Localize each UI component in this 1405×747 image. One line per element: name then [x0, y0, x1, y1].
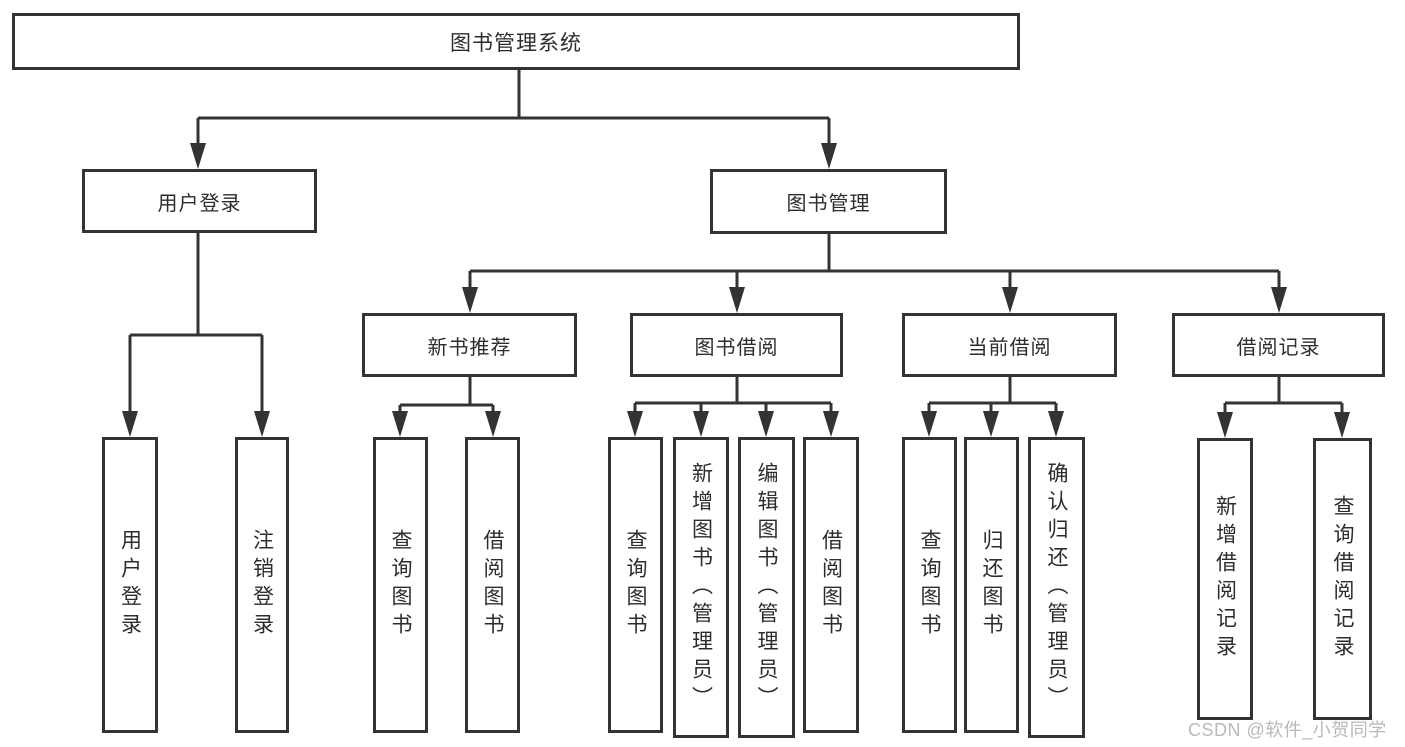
node-book-management-label: 图书管理	[786, 193, 871, 215]
arrowhead-icon	[462, 287, 478, 313]
arrowhead-icon	[921, 411, 937, 437]
leaf-logout-label: 注销登录	[250, 529, 274, 641]
connector-root-to-level2	[196, 70, 831, 146]
leaf-return-book-label: 归还图书	[980, 529, 1003, 641]
node-root: 图书管理系统	[12, 13, 1020, 70]
leaf-return-book: 归还图书	[964, 437, 1019, 733]
arrowhead-icon	[254, 411, 270, 437]
leaf-confirm-return-admin: 确认归还（管理员）	[1028, 437, 1085, 738]
node-current-borrow: 当前借阅	[902, 313, 1117, 377]
leaf-user-login-label: 用户登录	[118, 529, 142, 641]
arrowheads-level3	[462, 287, 1287, 313]
leaf-add-book-admin: 新增图书（管理员）	[673, 437, 729, 738]
arrowhead-icon	[1271, 287, 1287, 313]
connector-user-login-children	[128, 233, 264, 413]
arrowhead-icon	[485, 411, 501, 437]
node-borrow-record-label: 借阅记录	[1236, 336, 1321, 359]
arrowhead-icon	[758, 411, 774, 437]
connector-current-borrow-children	[927, 377, 1058, 413]
connector-new-book-children	[398, 377, 495, 413]
arrowhead-icon	[1002, 287, 1018, 313]
arrowheads-book-borrow	[627, 411, 839, 437]
node-root-label: 图书管理系统	[450, 31, 582, 55]
node-user-login: 用户登录	[82, 169, 317, 233]
arrowhead-icon	[1217, 412, 1233, 438]
leaf-add-borrow-record: 新增借阅记录	[1197, 438, 1253, 720]
leaf-query-book-1: 查询图书	[373, 437, 428, 733]
csdn-watermark: CSDN @软件_小贺同学	[1188, 720, 1387, 740]
connector-borrow-record-children	[1223, 377, 1344, 414]
leaf-user-login: 用户登录	[102, 437, 158, 733]
arrowhead-icon	[392, 411, 408, 437]
leaf-edit-book-admin: 编辑图书（管理员）	[738, 437, 795, 738]
node-user-login-label: 用户登录	[157, 192, 242, 215]
arrowhead-icon	[1334, 412, 1350, 438]
arrowhead-icon	[983, 411, 999, 437]
leaf-borrow-book-1: 借阅图书	[465, 437, 520, 733]
arrowhead-icon	[1048, 411, 1064, 437]
node-new-book-recommend: 新书推荐	[362, 313, 577, 377]
leaf-borrow-book-1-label: 借阅图书	[481, 529, 504, 641]
node-borrow-record: 借阅记录	[1172, 313, 1385, 377]
arrowhead-icon	[821, 143, 837, 169]
arrowhead-icon	[190, 143, 206, 169]
leaf-borrow-book-2-label: 借阅图书	[819, 529, 843, 641]
node-new-book-recommend-label: 新书推荐	[427, 336, 512, 359]
arrowheads-new-book	[392, 411, 501, 437]
leaf-query-book-1-label: 查询图书	[389, 529, 412, 641]
leaf-query-book-2: 查询图书	[608, 437, 663, 733]
arrowheads-borrow-record	[1217, 412, 1350, 438]
arrowhead-icon	[627, 411, 643, 437]
node-current-borrow-label: 当前借阅	[967, 336, 1052, 359]
arrowheads-user-login	[122, 411, 270, 437]
arrowhead-icon	[122, 411, 138, 437]
leaf-add-book-admin-label: 新增图书（管理员）	[689, 461, 713, 714]
leaf-add-borrow-record-label: 新增借阅记录	[1213, 495, 1237, 663]
connector-book-borrow-children	[633, 377, 833, 413]
leaf-query-book-3-label: 查询图书	[918, 529, 941, 641]
leaf-query-borrow-record: 查询借阅记录	[1313, 438, 1372, 720]
node-book-borrow: 图书借阅	[630, 313, 843, 377]
leaf-query-book-3: 查询图书	[902, 437, 957, 733]
node-book-borrow-label: 图书借阅	[694, 336, 779, 359]
arrowhead-icon	[823, 411, 839, 437]
leaf-edit-book-admin-label: 编辑图书（管理员）	[755, 461, 778, 714]
leaf-query-borrow-record-label: 查询借阅记录	[1331, 495, 1354, 663]
leaf-borrow-book-2: 借阅图书	[803, 437, 859, 733]
arrowheads-current-borrow	[921, 411, 1064, 437]
leaf-query-book-2-label: 查询图书	[624, 529, 647, 641]
leaf-logout: 注销登录	[235, 437, 289, 733]
leaf-confirm-return-admin-label: 确认归还（管理员）	[1045, 461, 1068, 714]
node-book-management: 图书管理	[710, 169, 947, 234]
arrowhead-icon	[729, 287, 745, 313]
arrowheads-level2	[190, 143, 837, 169]
connector-book-mgmt-to-level3	[468, 234, 1281, 289]
arrowhead-icon	[693, 411, 709, 437]
